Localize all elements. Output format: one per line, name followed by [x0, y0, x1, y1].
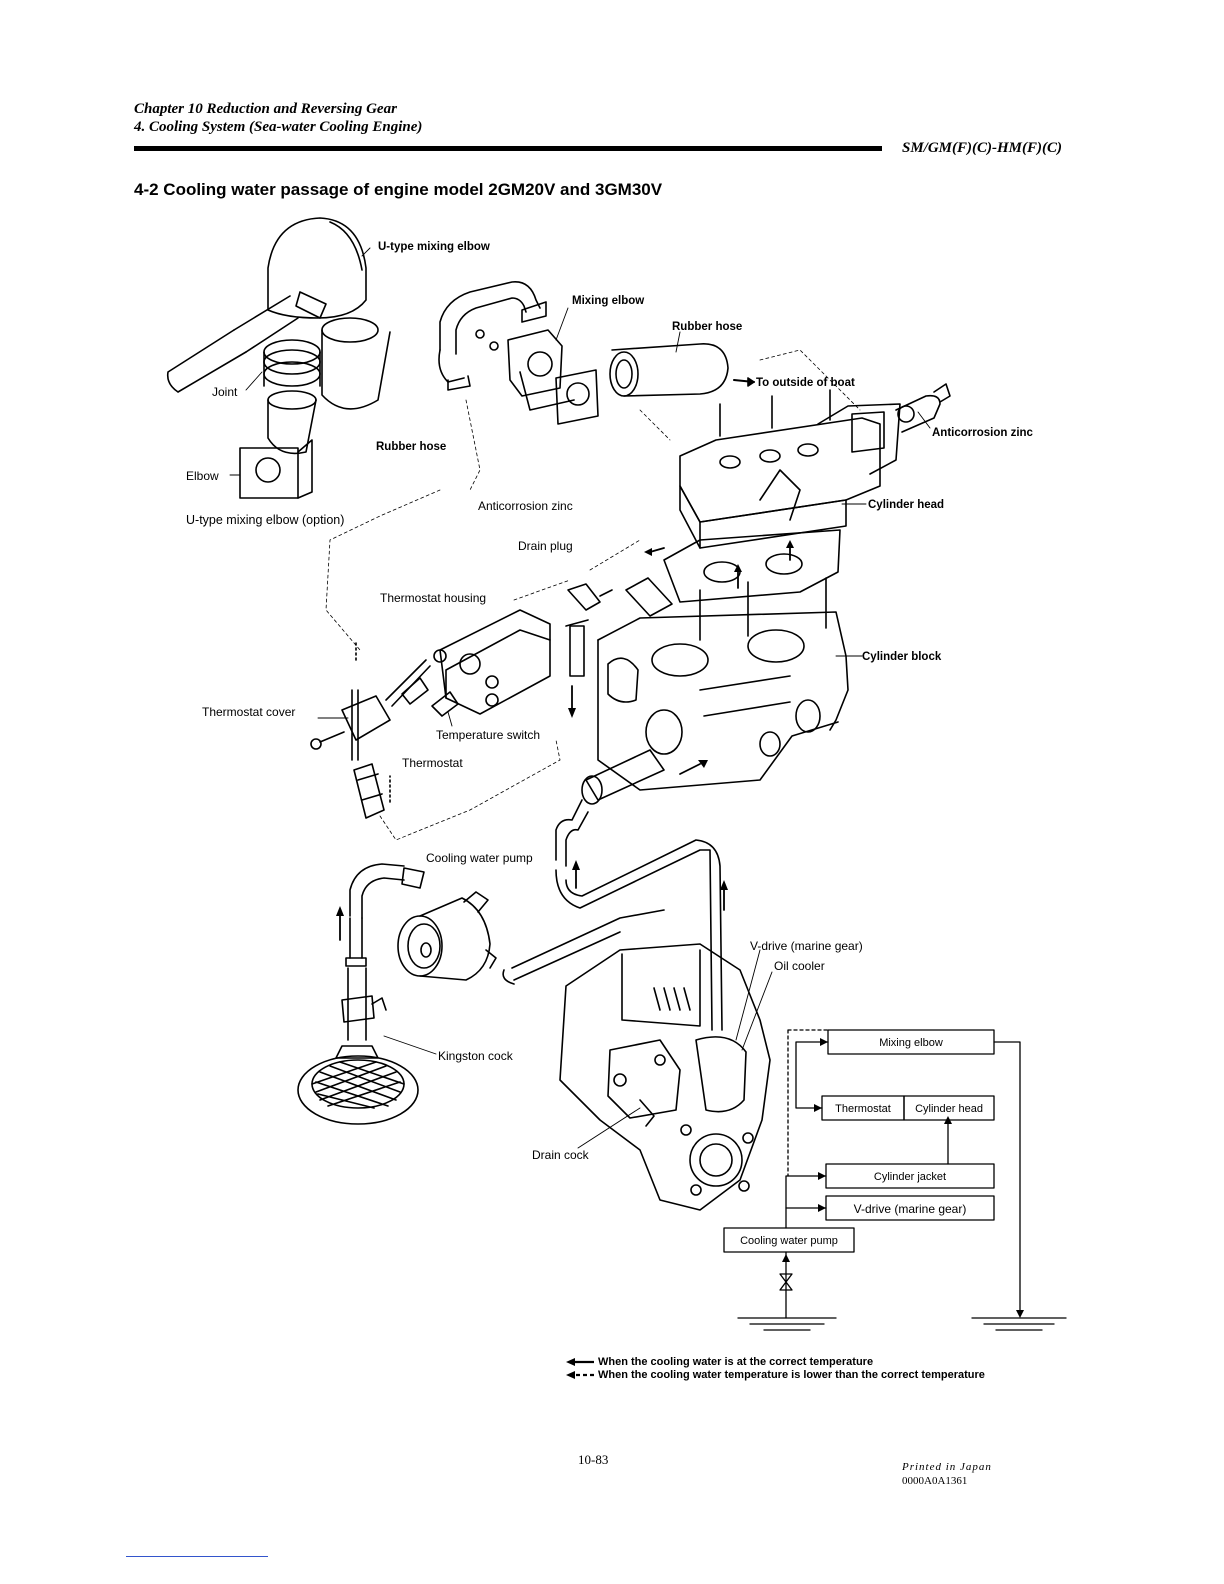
- flow-text-cylinder-head: Cylinder head: [915, 1103, 983, 1115]
- chapter-title: Chapter 10 Reduction and Reversing Gear: [134, 101, 397, 117]
- label-rubber-hose-left: Rubber hose: [376, 441, 446, 453]
- label-v-drive: V-drive (marine gear): [750, 939, 863, 953]
- footnote-rule: [126, 1556, 268, 1557]
- label-mixing-elbow: Mixing elbow: [572, 295, 644, 307]
- label-thermostat: Thermostat: [402, 756, 463, 770]
- label-u-type-mixing-elbow: U-type mixing elbow: [378, 241, 490, 253]
- header-rule: [134, 146, 882, 151]
- label-elbow: Elbow: [186, 469, 219, 483]
- label-u-type-mixing-elbow-option: U-type mixing elbow (option): [186, 513, 344, 527]
- dotted-flow-arrows: [355, 639, 391, 803]
- flow-chart-arrowheads: [782, 1038, 1024, 1318]
- label-kingston-cock: Kingston cock: [438, 1049, 514, 1063]
- flow-text-cooling-water-pump: Cooling water pump: [740, 1235, 838, 1247]
- legend: When the cooling water is at the correct…: [566, 1356, 985, 1382]
- thermostat-cover-drawing: [310, 689, 391, 819]
- label-anticorrosion-zinc-mid: Anticorrosion zinc: [478, 499, 573, 513]
- u-type-mixing-elbow-drawing: [166, 217, 391, 499]
- label-cooling-water-pump: Cooling water pump: [426, 851, 533, 865]
- cooling-water-pump-drawing: [397, 891, 497, 981]
- model-code: SM/GM(F)(C)-HM(F)(C): [902, 140, 1062, 156]
- flow-text-thermostat: Thermostat: [835, 1103, 891, 1115]
- leader-lines: [229, 247, 931, 1149]
- v-drive-drawing: [559, 943, 771, 1211]
- cylinder-head-drawing: [679, 383, 951, 549]
- label-cylinder-head: Cylinder head: [868, 499, 944, 511]
- flow-box-cooling-water-pump: [723, 1227, 855, 1253]
- kingston-cock-drawing: [297, 967, 419, 1125]
- label-to-outside-of-boat: To outside of boat: [756, 377, 855, 389]
- thermostat-housing-drawing: [385, 583, 613, 717]
- label-thermostat-housing: Thermostat housing: [380, 591, 486, 605]
- mixing-elbow-drawing: [438, 281, 729, 425]
- flow-arrowheads: [336, 540, 794, 916]
- print-code: 0000A0A1361: [902, 1475, 968, 1487]
- chapter-header: Chapter 10 Reduction and Reversing Gear …: [134, 100, 422, 136]
- flow-arrows: [339, 545, 791, 941]
- legend-solid: When the cooling water is at the correct…: [598, 1356, 874, 1368]
- water-hose-drawing: [345, 749, 723, 1031]
- legend-dotted: When the cooling water temperature is lo…: [598, 1369, 985, 1381]
- label-cylinder-block: Cylinder block: [862, 651, 942, 663]
- page-title: 4-2 Cooling water passage of engine mode…: [134, 180, 663, 199]
- label-oil-cooler: Oil cooler: [774, 959, 825, 973]
- section-title: 4. Cooling System (Sea-water Cooling Eng…: [134, 119, 423, 135]
- flow-chart: [723, 1029, 1067, 1331]
- flow-text-cylinder-jacket: Cylinder jacket: [874, 1171, 946, 1183]
- page-number: 10-83: [578, 1452, 609, 1467]
- label-anticorrosion-zinc-right: Anticorrosion zinc: [932, 427, 1034, 439]
- dashed-guide-lines: [325, 349, 861, 841]
- label-thermostat-cover: Thermostat cover: [202, 705, 295, 719]
- flow-text-mixing-elbow: Mixing elbow: [879, 1037, 943, 1049]
- cylinder-block-drawing: [597, 529, 849, 791]
- legend-arrows: [566, 1358, 594, 1379]
- label-rubber-hose-top: Rubber hose: [672, 321, 742, 333]
- label-drain-plug: Drain plug: [518, 539, 573, 553]
- printed-in-japan: Printed in Japan: [902, 1461, 992, 1473]
- flow-text-v-drive: V-drive (marine gear): [854, 1202, 967, 1216]
- label-joint: Joint: [212, 385, 238, 399]
- label-drain-cock: Drain cock: [532, 1148, 590, 1162]
- printed-note: Printed in Japan 0000A0A1361: [902, 1460, 992, 1488]
- label-temperature-switch: Temperature switch: [436, 728, 540, 742]
